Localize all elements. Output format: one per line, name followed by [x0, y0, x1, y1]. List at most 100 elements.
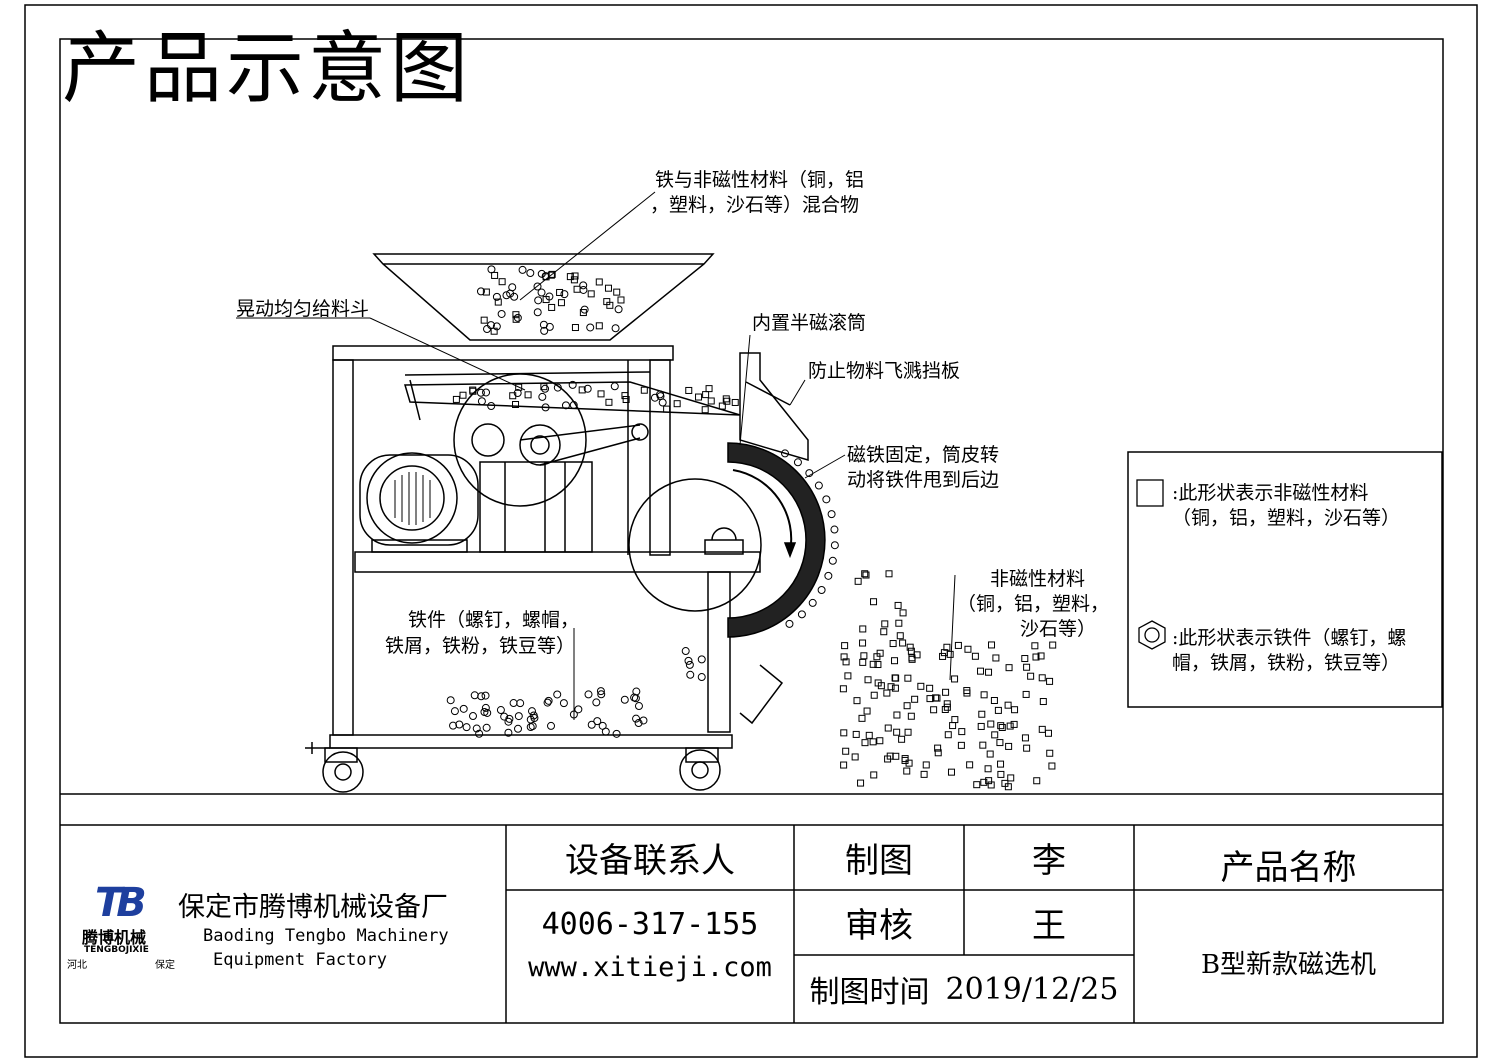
non-magnetic-particle	[1005, 742, 1013, 750]
iron-particle	[537, 288, 546, 297]
non-magnetic-particle	[980, 691, 988, 699]
non-magnetic-particle	[515, 383, 523, 391]
iron-particle	[455, 720, 464, 729]
non-magnetic-particle	[988, 641, 996, 649]
non-magnetic-particle	[571, 324, 579, 332]
non-magnetic-particle	[998, 724, 1006, 732]
reviewed-by: 王	[1032, 906, 1066, 946]
non-magnetic-particle	[480, 316, 488, 324]
iron-particle	[634, 719, 643, 728]
non-magnetic-particle	[951, 716, 959, 724]
non-magnetic-particle	[864, 676, 872, 684]
non-magnetic-particle	[985, 668, 993, 676]
non-magnetic-particle	[695, 393, 703, 401]
iron-particle	[686, 670, 695, 679]
non-magnetic-particle	[621, 392, 629, 400]
label-nonmag-3: 沙石等）	[1020, 618, 1097, 640]
non-magnetic-particle	[842, 658, 850, 666]
label-nonmag-1: 非磁性材料	[990, 568, 1086, 590]
non-magnetic-particle	[966, 761, 974, 769]
non-magnetic-particle	[613, 288, 621, 296]
company-name-en-1: Baoding Tengbo Machinery	[203, 926, 449, 946]
non-magnetic-particle	[987, 720, 995, 728]
non-magnetic-particle	[509, 392, 517, 400]
iron-particle	[797, 610, 806, 619]
non-magnetic-particle	[707, 397, 715, 405]
iron-particle	[568, 380, 577, 389]
legend-box	[1127, 451, 1443, 708]
non-magnetic-particle	[870, 598, 878, 606]
non-magnetic-particle	[994, 706, 1002, 714]
iron-particle	[459, 704, 468, 713]
non-magnetic-particle	[984, 765, 992, 773]
non-magnetic-particle	[977, 667, 985, 675]
non-magnetic-particle	[930, 706, 938, 714]
non-magnetic-particle	[901, 755, 909, 763]
non-magnetic-particle	[1033, 777, 1041, 785]
non-magnetic-particle	[869, 738, 877, 746]
label-drum: 内置半磁滚筒	[752, 312, 867, 334]
non-magnetic-particle	[963, 689, 971, 697]
label-nonmag-2: （铜，铝，塑料，	[957, 593, 1110, 615]
non-magnetic-particle	[957, 741, 965, 749]
non-magnetic-particle	[926, 684, 934, 692]
iron-particle	[824, 571, 833, 580]
iron-particle	[822, 495, 831, 504]
legend-square-1: :此形状表示非磁性材料	[1172, 482, 1369, 504]
iron-particle	[526, 723, 535, 732]
non-magnetic-particle	[992, 654, 1000, 662]
iron-particle	[526, 269, 535, 278]
iron-particle	[482, 388, 491, 397]
non-magnetic-particle	[595, 322, 603, 330]
non-magnetic-particle	[571, 272, 579, 280]
non-magnetic-particle	[705, 385, 713, 393]
non-magnetic-particle	[1039, 698, 1047, 706]
iron-particle	[781, 449, 789, 458]
label-mixture-2: ，塑料，沙石等）混合物	[650, 194, 860, 216]
non-magnetic-particle	[842, 747, 850, 755]
non-magnetic-particle	[899, 639, 907, 647]
iron-particle	[483, 325, 492, 334]
iron-particle	[534, 296, 543, 305]
nut-legend-icon	[1138, 620, 1166, 650]
non-magnetic-particle	[841, 642, 849, 650]
iron-particle	[504, 728, 513, 737]
non-magnetic-particle	[1011, 706, 1019, 714]
date-value: 2019/12/25	[945, 971, 1119, 1007]
non-magnetic-particle	[932, 694, 940, 702]
non-magnetic-particle	[723, 397, 731, 405]
iron-particle	[583, 384, 592, 393]
iron-particle	[614, 305, 623, 314]
iron-particle	[547, 721, 556, 730]
review-label: 审核	[845, 906, 913, 946]
non-magnetic-particle	[482, 288, 490, 296]
iron-particle	[513, 313, 522, 322]
drawn-by: 李	[1032, 841, 1066, 881]
non-magnetic-particle	[901, 756, 909, 764]
iron-particle	[611, 324, 620, 333]
non-magnetic-particle	[663, 405, 671, 413]
iron-particle	[472, 724, 481, 733]
non-magnetic-particle	[491, 271, 499, 279]
non-magnetic-particle	[1049, 641, 1057, 649]
non-magnetic-particle	[881, 620, 889, 628]
iron-particle	[487, 265, 496, 274]
iron-particle	[514, 724, 523, 733]
square-legend-icon	[1136, 479, 1164, 507]
iron-particle	[587, 720, 596, 729]
non-magnetic-particle	[979, 741, 987, 749]
logo-left: 河北	[67, 960, 87, 971]
non-magnetic-particle	[1023, 744, 1031, 752]
non-magnetic-particle	[943, 643, 951, 651]
non-magnetic-particle	[869, 660, 877, 668]
non-magnetic-particle	[579, 309, 587, 317]
non-magnetic-particle	[524, 391, 532, 399]
non-magnetic-particle	[942, 688, 950, 696]
iron-particle	[543, 698, 552, 707]
non-magnetic-particle	[573, 285, 581, 293]
non-magnetic-particle	[947, 768, 955, 776]
non-magnetic-particle	[1004, 701, 1012, 709]
iron-particle	[584, 690, 593, 699]
non-magnetic-particle	[852, 730, 860, 738]
